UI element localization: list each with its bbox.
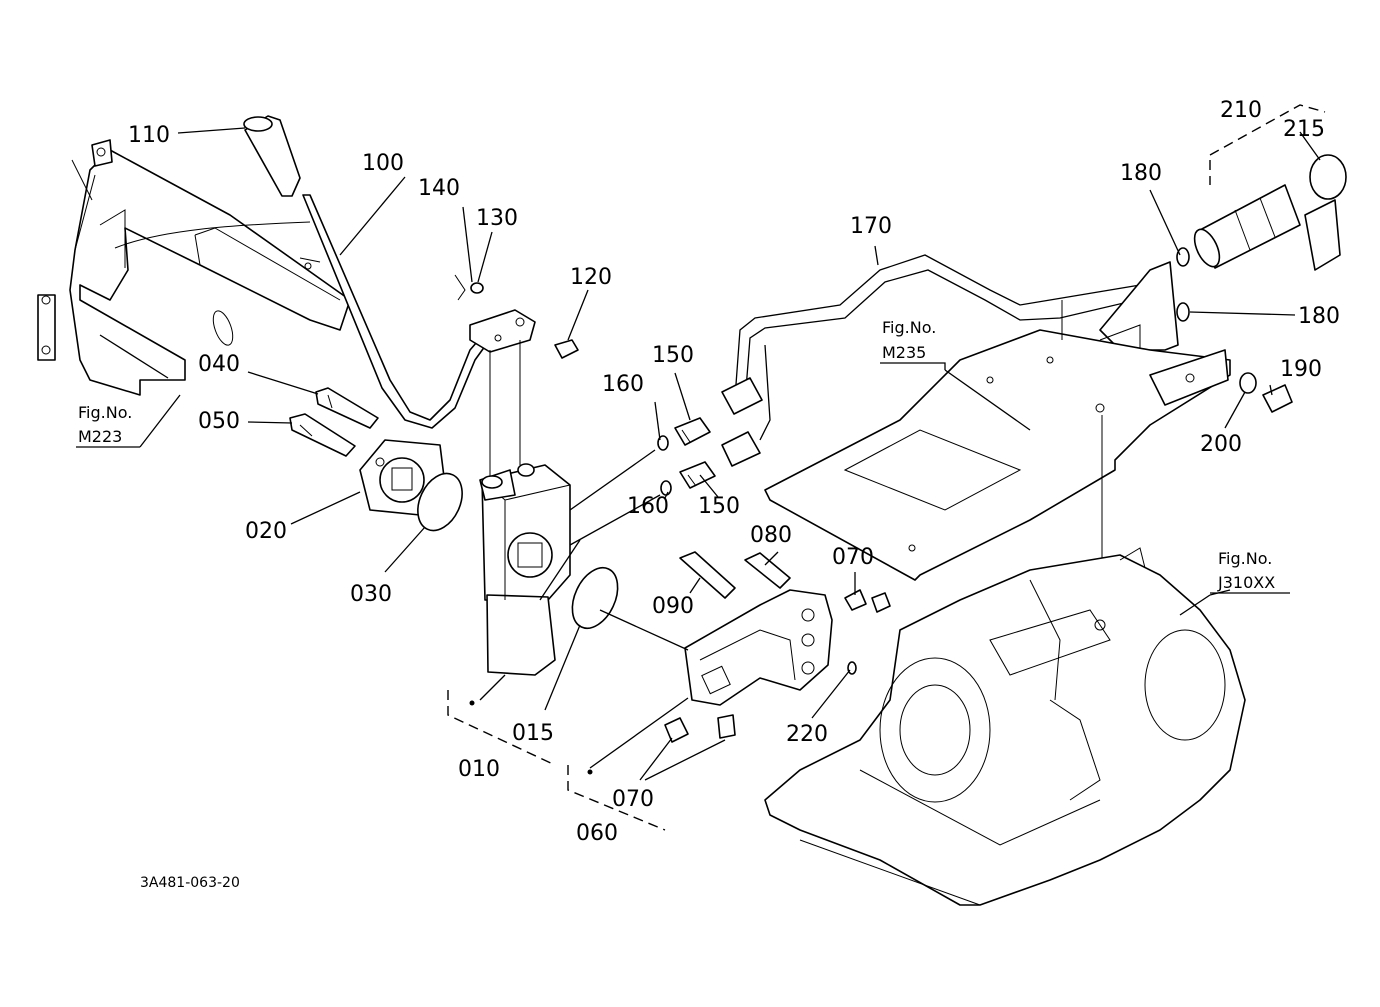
fig-ref-m223: Fig.No. M223 (76, 403, 140, 448)
callout-060: 060 (576, 821, 618, 846)
callout-070-lower: 070 (612, 787, 654, 812)
callout-020: 020 (245, 519, 287, 544)
callout-120: 120 (570, 265, 612, 290)
quick-coupler (1176, 104, 1347, 322)
callout-100: 100 (362, 151, 404, 176)
callout-010: 010 (458, 757, 500, 782)
callout-080: 080 (750, 523, 792, 548)
mounting-plate (764, 300, 1293, 625)
leader-lines (99, 127, 1321, 781)
callout-110: 110 (128, 123, 170, 148)
callout-200: 200 (1200, 432, 1242, 457)
fig-ref-m235: Fig.No. M235 (880, 318, 946, 370)
control-valve (479, 463, 571, 676)
transmission-housing (764, 547, 1246, 906)
callout-160-lower: 160 (627, 494, 669, 519)
assembly-brackets (447, 690, 666, 831)
callout-labels: 110 100 140 130 120 040 050 020 030 015 … (128, 98, 1340, 846)
callout-140: 140 (418, 176, 460, 201)
fig-ref-m223-title: Fig.No. (78, 403, 132, 422)
lever-bracket (37, 139, 351, 396)
callout-030: 030 (350, 582, 392, 607)
oval-slot (212, 310, 234, 346)
link-assembly (454, 274, 579, 480)
fittings-150-160 (657, 417, 716, 496)
fig-ref-j310xx: Fig.No. J310XX (1210, 549, 1290, 594)
bolts-040-050 (289, 387, 379, 457)
callout-220: 220 (786, 722, 828, 747)
callout-160-upper: 160 (602, 372, 644, 397)
callout-210: 210 (1220, 98, 1262, 123)
callout-040: 040 (198, 352, 240, 377)
hydraulic-pipe-170 (721, 254, 1179, 467)
callout-180-lower: 180 (1298, 304, 1340, 329)
callout-150-lower: 150 (698, 494, 740, 519)
callout-015: 015 (512, 721, 554, 746)
callout-170: 170 (850, 214, 892, 239)
drawing-code: 3A481-063-20 (140, 875, 240, 891)
o-ring-030 (417, 472, 463, 532)
fig-ref-m235-title: Fig.No. (882, 318, 936, 337)
callout-090: 090 (652, 594, 694, 619)
callout-215: 215 (1283, 117, 1325, 142)
callout-180-upper: 180 (1120, 161, 1162, 186)
fig-ref-j310xx-title: Fig.No. (1218, 549, 1272, 568)
o-ring-015 (571, 566, 619, 630)
fig-ref-j310xx-number: J310XX (1217, 573, 1275, 592)
callout-150-upper: 150 (652, 343, 694, 368)
callout-070-upper: 070 (832, 545, 874, 570)
valve-body-060 (664, 551, 891, 743)
fig-ref-m235-number: M235 (882, 343, 926, 362)
callout-130: 130 (476, 206, 518, 231)
callout-190: 190 (1280, 357, 1322, 382)
callout-050: 050 (198, 409, 240, 434)
fig-ref-m223-number: M223 (78, 427, 122, 446)
